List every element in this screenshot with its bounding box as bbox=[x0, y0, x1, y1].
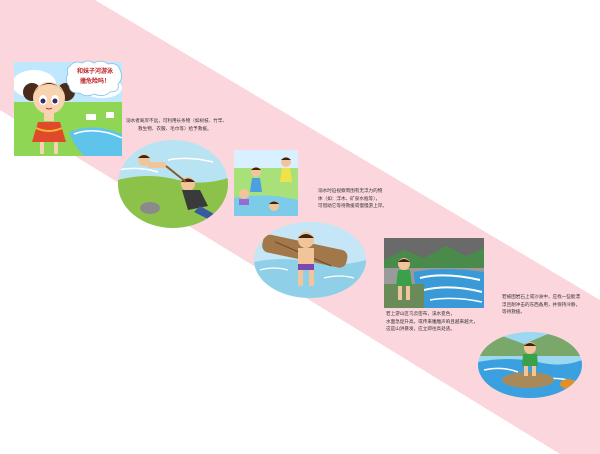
caption-rescue-line-2: 救生物、衣服、毛巾等）给予救援。 bbox=[138, 126, 212, 132]
panel-kids bbox=[234, 150, 298, 216]
caption-float-line-1: 溺水时迫视察周围有无浮力的物 bbox=[318, 189, 383, 194]
panel-log bbox=[254, 222, 366, 298]
boy-flood-cartoon-icon bbox=[384, 238, 484, 308]
caption-float: 溺水时迫视察周围有无浮力的物 体（如：浮木、矿泉水瓶等）， 可借助它等待救援或慢… bbox=[314, 188, 387, 211]
panel-rock bbox=[478, 332, 582, 398]
caption-flood: 若上游山区乌云密布，溪水变色， 水面急促升高，或传来雕雕声响且越来越大， 这是山… bbox=[376, 311, 478, 334]
children-playing-cartoon-icon bbox=[234, 150, 298, 216]
panel-flood bbox=[384, 238, 484, 308]
panel-rescue bbox=[118, 140, 228, 228]
caption-flood-line-2: 水面急促升高，或传来雕雕声响且越来越大， bbox=[386, 319, 478, 325]
caption-flood-line-3: 这是山洪暴发，应立即往高处逃。 bbox=[386, 327, 455, 333]
caption-rescue: 溺水者离岸不远，可利用长条物（如树枝、竹竿、 救生物、衣服、毛巾等）给予救援。 bbox=[126, 118, 227, 133]
caption-flood-line-1: 若上游山区乌云密布，溪水变色， bbox=[386, 312, 455, 317]
title-line-1: 和妹子河游泳 bbox=[76, 68, 113, 75]
caption-float-line-2: 体（如：浮木、矿泉水瓶等）， bbox=[318, 196, 381, 202]
speech-bubble bbox=[65, 60, 122, 97]
caption-stranded-line-3: 等待救援。 bbox=[502, 310, 525, 316]
caption-stranded-line-2: 浮且耐冲击的东西备用，并保持冷静， bbox=[502, 302, 581, 308]
boy-on-rock-cartoon-icon bbox=[478, 332, 582, 398]
caption-stranded-line-1: 若被困岩石上或沙洲中，应找一些能漂 bbox=[502, 295, 581, 300]
title-line-2: 撞危险吗！ bbox=[79, 78, 110, 85]
boy-rescue-cartoon-icon bbox=[118, 140, 228, 228]
boy-holding-log-cartoon-icon bbox=[254, 222, 366, 298]
caption-float-line-3: 可借助它等待救援或慢慢游上岸。 bbox=[318, 204, 387, 210]
title-bubble-text: 和妹子河游泳 撞危险吗！ bbox=[70, 67, 120, 87]
caption-stranded: 若被困岩石上或沙洲中，应找一些能漂 浮且耐冲击的东西备用，并保持冷静， 等待救援… bbox=[500, 294, 580, 317]
caption-rescue-line-1: 溺水者离岸不远，可利用长条物（如树枝、竹竿、 bbox=[126, 119, 228, 124]
